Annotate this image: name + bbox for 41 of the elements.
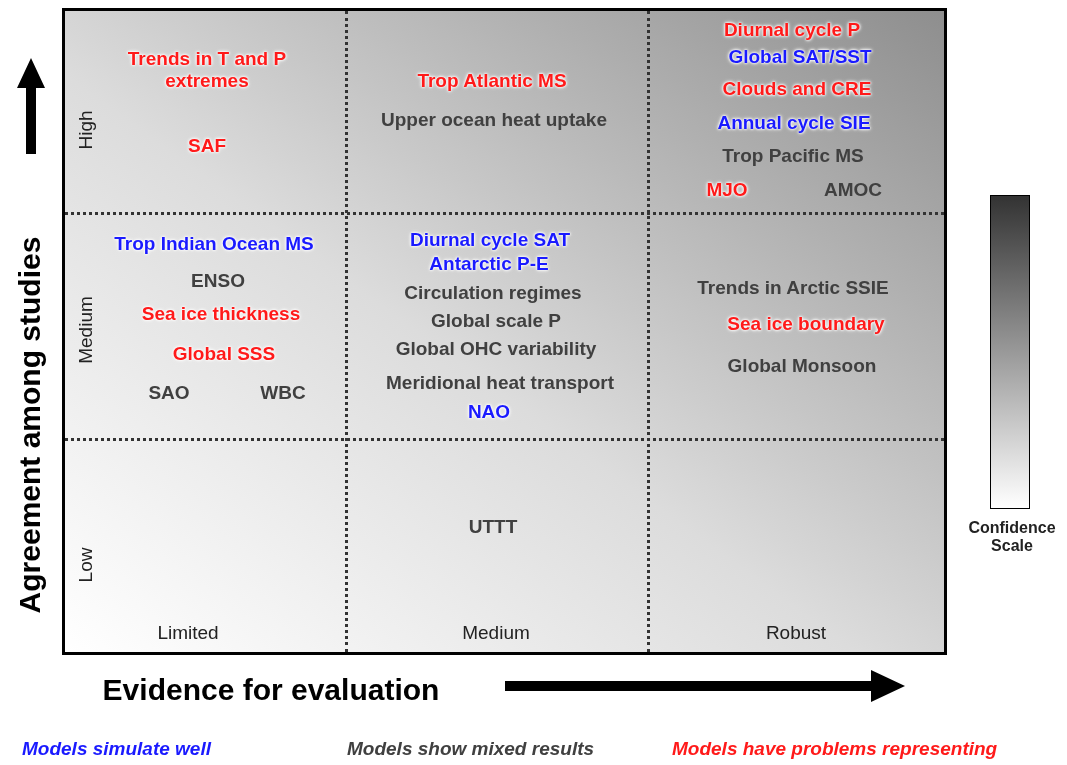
axis-tick-label: Limited [157, 622, 219, 644]
phenomenon-label: Diurnal cycle SAT [409, 229, 571, 251]
phenomenon-label: Global SSS [172, 343, 276, 365]
axis-title: Evidence for evaluation [102, 673, 440, 707]
axis-tick-label: Medium [462, 622, 530, 644]
phenomenon-label: Diurnal cycle P [723, 19, 861, 41]
phenomenon-label: Global scale P [431, 310, 561, 332]
legend-text: Models have problems representing [672, 738, 998, 760]
phenomenon-label: Global OHC variability [395, 338, 597, 360]
phenomenon-label: Antarctic P-E [429, 253, 549, 275]
phenomenon-label: Meridional heat transport [386, 372, 614, 394]
confidence-scale-bar [990, 195, 1030, 509]
phenomenon-label: Clouds and CRE [722, 78, 872, 100]
phenomenon-label: Trends in T and P extremes [126, 48, 288, 92]
phenomenon-label: AMOC [823, 179, 883, 201]
axis-tick-label: Medium [75, 296, 97, 364]
phenomenon-label: Sea ice boundary [727, 313, 885, 335]
phenomenon-label: MJO [706, 179, 748, 201]
phenomenon-label: Trop Indian Ocean MS [114, 233, 314, 255]
scale-label: Confidence Scale [967, 519, 1057, 555]
axis-tick-label: Robust [765, 622, 827, 644]
phenomenon-label: UTTT [468, 516, 518, 538]
phenomenon-label: SAO [148, 382, 190, 404]
phenomenon-label: Sea ice thickness [141, 303, 301, 325]
phenomenon-label: NAO [467, 401, 511, 423]
phenomenon-label: Trends in Arctic SSIE [697, 277, 889, 299]
axis-tick-label: High [75, 110, 97, 150]
phenomenon-label: SAF [188, 135, 226, 157]
phenomenon-label: ENSO [191, 270, 245, 292]
axis-title: Agreement among studies [13, 236, 47, 614]
phenomenon-label: Global Monsoon [727, 355, 877, 377]
legend-text: Models simulate well [22, 738, 211, 760]
phenomenon-label: Upper ocean heat uptake [381, 109, 607, 131]
phenomenon-label: Trop Pacific MS [722, 145, 864, 167]
phenomenon-label: Global SAT/SST [728, 46, 872, 68]
phenomenon-label: WBC [260, 382, 306, 404]
axis-tick-label: Low [75, 547, 97, 583]
phenomenon-label: Trop Atlantic MS [417, 70, 567, 92]
legend-text: Models show mixed results [347, 738, 595, 760]
phenomenon-label: Circulation regimes [404, 282, 582, 304]
phenomenon-label: Annual cycle SIE [717, 112, 871, 134]
